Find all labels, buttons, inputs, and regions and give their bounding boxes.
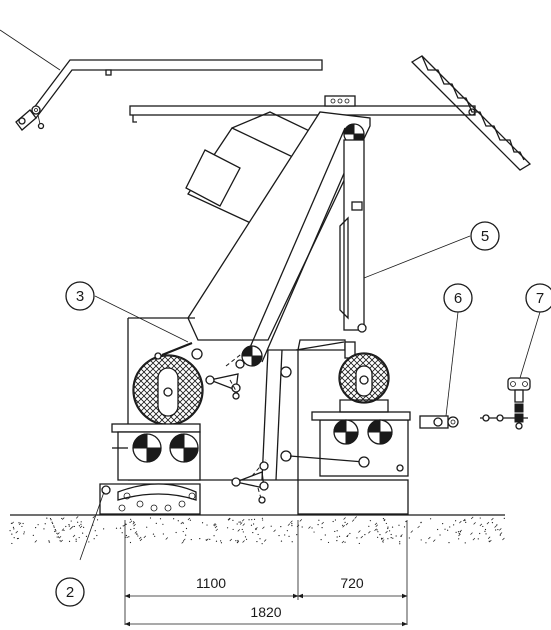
top-boom <box>129 95 476 123</box>
dim-720-label: 720 <box>340 575 364 591</box>
callout-2-label: 2 <box>66 584 74 601</box>
arm-clamp <box>15 105 45 131</box>
callout-3: 3 <box>65 281 95 311</box>
dim-1820-label: 1820 <box>250 604 281 620</box>
callout-6: 6 <box>443 283 473 313</box>
ground-texture <box>9 515 505 545</box>
dim-1100-label: 1100 <box>196 575 226 591</box>
callout-5: 5 <box>470 221 500 251</box>
dimensions: 1100 720 1820 <box>124 520 408 627</box>
vertical-guide-frame <box>339 139 367 333</box>
callout-5-label: 5 <box>481 228 489 245</box>
right-machine-body <box>289 341 411 515</box>
drive-roller-pair-right <box>333 419 393 445</box>
callout-3-label: 3 <box>76 288 84 305</box>
callout-7: 7 <box>525 283 551 313</box>
top-left-arm <box>0 29 323 131</box>
left-machine-body <box>111 317 356 504</box>
dancer-arm-upper <box>205 351 245 400</box>
tension-lever <box>154 341 203 360</box>
left-base <box>99 483 201 515</box>
main-tower <box>187 111 371 363</box>
callout-2: 2 <box>55 577 85 607</box>
dancer-arm-lower <box>231 459 269 504</box>
callout-7-label: 7 <box>536 290 544 307</box>
part-6-bracket <box>419 415 459 429</box>
callout-6-label: 6 <box>454 290 462 307</box>
drive-roller-pair-left <box>112 431 201 481</box>
ground <box>9 514 505 545</box>
part-7-clamp <box>480 377 531 430</box>
leader-lines <box>79 235 541 561</box>
top-right-arm <box>410 55 532 171</box>
